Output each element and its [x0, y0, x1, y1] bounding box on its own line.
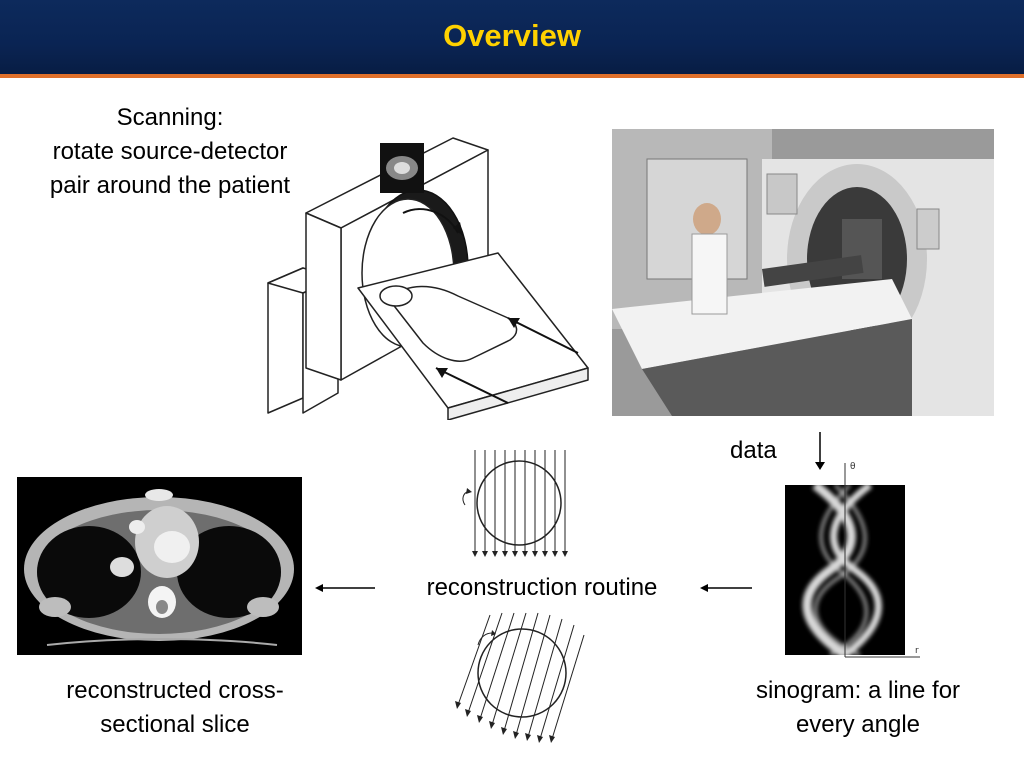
projection-diagram-vertical [462, 450, 568, 557]
scanning-caption-line3: pair around the patient [49, 172, 291, 199]
projection-diagram-diagonal [455, 612, 585, 743]
ct-scanner-photo [612, 129, 994, 416]
page-title: Overview [443, 18, 581, 53]
slice-caption: reconstructed cross- sectional slice [20, 674, 330, 742]
sinogram-caption-line1: sinogram: a line for [755, 677, 961, 704]
data-label: data [730, 437, 777, 464]
scanning-caption-line1: Scanning: [116, 104, 224, 131]
slice-caption-line1: reconstructed cross- [66, 677, 284, 704]
data-arrow-down [815, 432, 825, 470]
arrow-left-to-reconstruction [700, 584, 752, 592]
sinogram-caption-line2: every angle [795, 711, 921, 738]
ct-scanner-diagram [267, 137, 589, 420]
reconstructed-ct-slice [17, 477, 302, 655]
sinogram-r-label: r [915, 646, 919, 656]
sinogram-image: θ r [785, 462, 920, 659]
scanning-caption-line2: rotate source-detector [52, 138, 288, 165]
slice-caption-line2: sectional slice [100, 711, 250, 738]
reconstruction-label: reconstruction routine [426, 574, 658, 601]
header-bar [0, 0, 1024, 74]
header-accent-line [0, 74, 1024, 78]
sinogram-theta-label: θ [850, 462, 856, 472]
arrow-left-to-slice [315, 584, 375, 592]
scanning-caption: Scanning: rotate source-detector pair ar… [20, 101, 320, 203]
sinogram-caption: sinogram: a line for every angle [718, 674, 998, 742]
